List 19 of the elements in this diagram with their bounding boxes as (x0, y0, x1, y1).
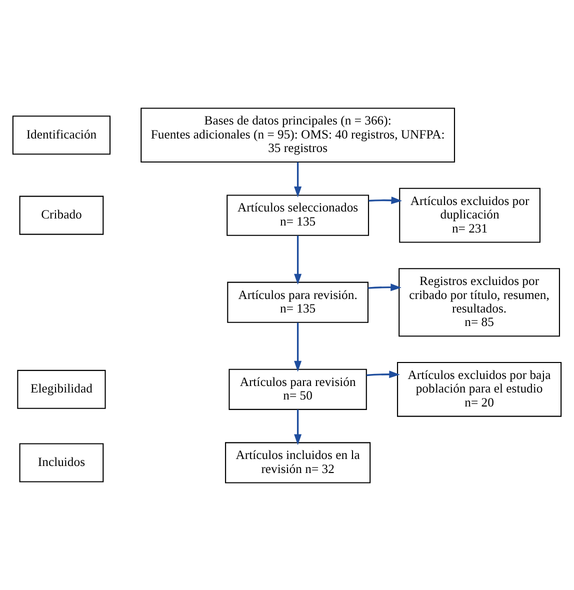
arrow (368, 196, 402, 204)
node-box: Artículos para revisión. n= 135 (227, 281, 368, 322)
node-box: Artículos excluidos por duplicación n= 231 (399, 187, 540, 242)
arrow (294, 409, 302, 445)
node-box: Registros excluidos por cribado por título, resumen, resultados. n= 85 (398, 268, 560, 336)
node-box: Artículos seleccionados n= 135 (226, 194, 370, 236)
node-box: Cribado (19, 195, 104, 234)
arrow (294, 162, 302, 197)
node-box: Artículos incluidos en la revisión n= 32 (225, 442, 371, 483)
node-box: Bases de datos principales (n = 366): Fuentes adicionales (n = 95): OMS: 40 registros, UNFPA: 35 registros (140, 107, 456, 162)
node-box: Artículos excluidos por baja población para el estudio n= 20 (397, 361, 562, 416)
arrow (368, 283, 402, 291)
node-box: Incluidos (19, 442, 104, 482)
node-box: Artículos para revisión n= 50 (228, 368, 367, 410)
node-box: Identificación (12, 115, 111, 154)
arrow (366, 370, 400, 378)
arrow (294, 235, 302, 284)
arrow (294, 322, 302, 372)
node-box: Elegibilidad (17, 369, 106, 408)
